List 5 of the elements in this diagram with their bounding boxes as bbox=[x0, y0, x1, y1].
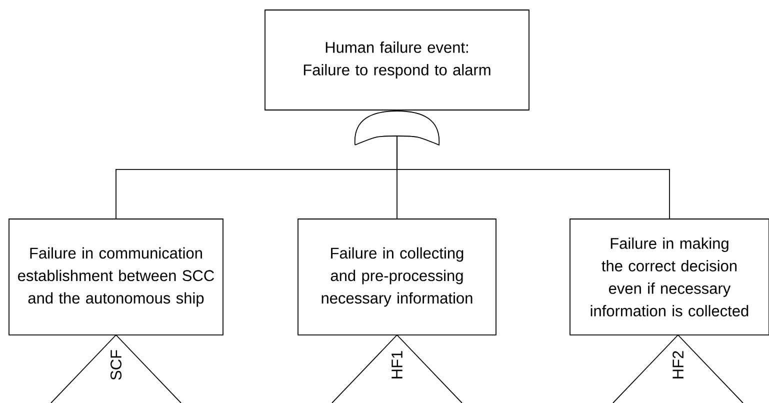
event-box: Failure in making the correct decision even if necessary information is collected bbox=[570, 218, 769, 336]
event-box: Failure in collecting and pre-processing necessary information bbox=[298, 218, 496, 336]
or-gate bbox=[354, 110, 440, 146]
event-box: Human failure event: Failure to respond to alarm bbox=[264, 10, 530, 110]
event-box: Failure in communication establishment between SCC and the autonomous ship bbox=[8, 218, 224, 336]
